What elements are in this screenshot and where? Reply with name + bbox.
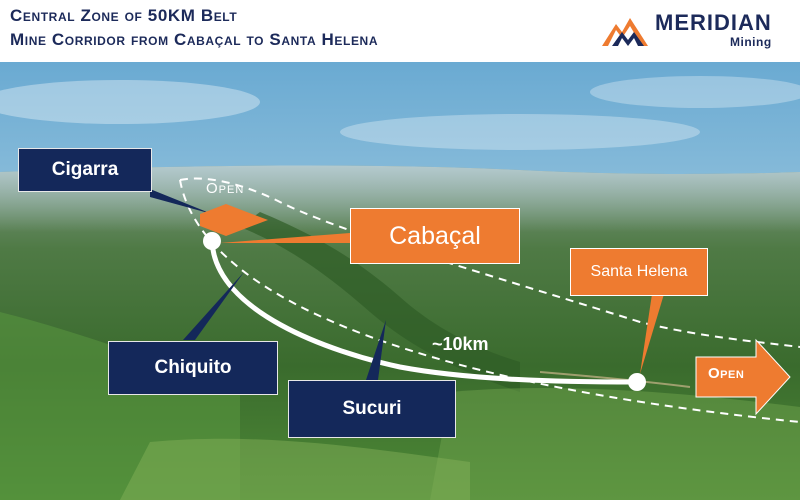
corridor-overlay [150,177,800,423]
cigarra-label: Cigarra [18,148,152,192]
open-right-label: Open [708,365,745,382]
sucuri-pointer [366,320,386,380]
logo-subtitle: Mining [730,35,772,49]
santa-helena-label-text: Santa Helena [590,263,688,280]
open-top-label: Open [206,180,245,197]
header: Central Zone of 50KM Belt Mine Corridor … [0,0,800,62]
company-logo: MERIDIAN Mining [600,8,790,54]
cabacal-label: Cabaçal [350,208,520,264]
chiquito-pointer [183,272,244,340]
sucuri-label: Sucuri [288,380,456,438]
aerial-map: Cigarra Cabaçal Santa Helena Chiquito Su… [0,62,800,500]
cigarra-pointer [150,189,212,214]
santa-helena-pointer [640,294,664,374]
open-right-arrow [695,338,791,416]
inner-boundary-line [179,177,800,348]
outer-boundary-line [179,179,800,423]
open-top-arrow [200,204,268,236]
chiquito-label: Chiquito [108,341,278,395]
distance-label: ~10km [432,334,489,354]
mountain-logo-icon [602,18,648,46]
corridor-route-line [209,238,640,385]
santa-helena-marker [628,373,646,391]
page-subtitle: Mine Corridor from Cabaçal to Santa Hele… [10,30,379,49]
cigarra-label-text: Cigarra [51,159,119,180]
sucuri-label-text: Sucuri [342,398,402,419]
chiquito-label-text: Chiquito [154,357,232,378]
cabacal-pointer [220,233,350,243]
santa-helena-label: Santa Helena [570,248,708,296]
page-title: Central Zone of 50KM Belt [10,6,238,25]
cabacal-label-text: Cabaçal [389,221,481,250]
logo-wordmark: MERIDIAN [655,10,772,35]
cabacal-marker [203,232,221,250]
